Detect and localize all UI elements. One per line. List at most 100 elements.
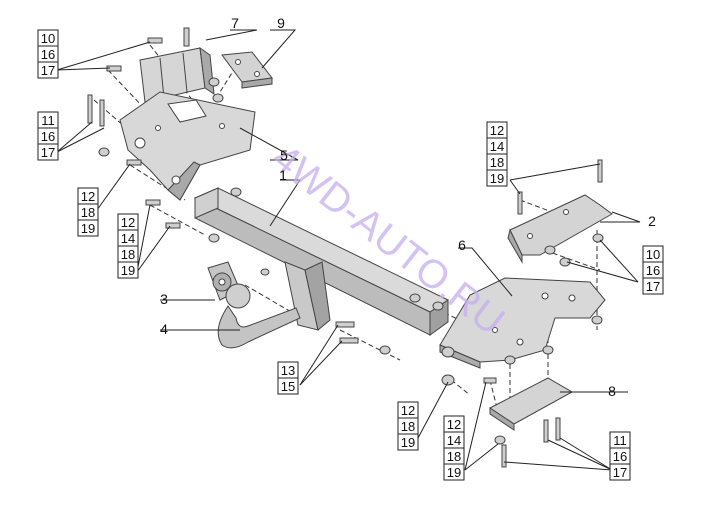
callout-12: 12 [81, 189, 95, 204]
bolt-icon [339, 337, 359, 344]
callout-17: 17 [41, 63, 55, 78]
bolt-icon [517, 191, 523, 215]
callout-12: 12 [490, 123, 504, 138]
callout-box [117, 261, 139, 279]
callout-12: 12 [447, 417, 461, 432]
callout-7: 7 [231, 15, 239, 31]
part-5-left-bracket [119, 91, 256, 201]
callout-18: 18 [447, 449, 461, 464]
bolt-icon [126, 159, 142, 166]
callout-17: 17 [613, 465, 627, 480]
callout-19: 19 [401, 435, 415, 450]
callout-2: 2 [648, 213, 656, 229]
callout-box [37, 61, 59, 79]
nut-icon [432, 301, 444, 311]
bolt-icon [543, 419, 549, 443]
callout-16: 16 [613, 449, 627, 464]
washer-icon [441, 374, 455, 386]
nut-icon [212, 93, 224, 103]
bolt-icon [555, 417, 561, 441]
callout-box [77, 219, 99, 237]
callout-14: 14 [490, 139, 504, 154]
callout-19: 19 [447, 465, 461, 480]
nut-icon [542, 345, 554, 355]
callout-12: 12 [121, 215, 135, 230]
bolt-icon [597, 159, 603, 183]
part-4-towball [217, 283, 301, 349]
callout-18: 18 [490, 155, 504, 170]
callout-12: 12 [401, 403, 415, 418]
bolt-icon [183, 27, 190, 47]
bolt-icon [501, 444, 507, 468]
fasteners [87, 27, 604, 468]
callout-19: 19 [121, 263, 135, 278]
nut-icon [260, 268, 270, 276]
nut-icon [592, 233, 604, 243]
bolt-icon [165, 222, 181, 229]
callout-box [397, 433, 419, 451]
part-1-neck-mount [284, 261, 331, 331]
callout-14: 14 [121, 231, 135, 246]
nut-icon [441, 346, 455, 358]
callout-8: 8 [608, 383, 616, 399]
callout-16: 16 [41, 47, 55, 62]
callout-10: 10 [646, 247, 660, 262]
nut-icon [504, 355, 516, 365]
callout-18: 18 [81, 205, 95, 220]
nut-icon [409, 293, 421, 303]
callout-16: 16 [646, 263, 660, 278]
nut-icon [98, 147, 110, 157]
nut-icon [208, 233, 220, 243]
callout-10: 10 [41, 31, 55, 46]
bolt-icon [335, 321, 355, 328]
nut-icon [544, 245, 556, 255]
callout-5: 5 [280, 147, 288, 163]
callout-16: 16 [41, 129, 55, 144]
callout-6: 6 [458, 237, 466, 253]
nut-icon [559, 257, 571, 267]
nut-icon [379, 345, 391, 355]
callout-box [37, 143, 59, 161]
callout-18: 18 [401, 419, 415, 434]
washer-icon [494, 435, 506, 445]
bolt-icon [147, 37, 163, 44]
callout-19: 19 [81, 221, 95, 236]
nut-icon [208, 77, 220, 87]
callout-box [443, 463, 465, 481]
bolt-icon [483, 377, 497, 384]
callout-box [486, 169, 508, 187]
callout-19: 19 [490, 171, 504, 186]
callout-15: 15 [281, 379, 295, 394]
callout-17: 17 [41, 145, 55, 160]
leader-lines [56, 29, 641, 471]
callout-box [609, 463, 631, 481]
callout-1: 1 [279, 167, 287, 183]
callout-4: 4 [160, 321, 168, 337]
nut-icon [591, 315, 603, 325]
callout-9: 9 [277, 15, 285, 31]
callout-11: 11 [41, 113, 55, 128]
part-2-plate [507, 194, 613, 264]
bolt-icon [87, 94, 93, 124]
bolt-icon [145, 199, 161, 206]
part-9-plate [221, 51, 273, 89]
callout-13: 13 [281, 363, 295, 378]
nut-icon [230, 187, 242, 197]
bolt-icon [99, 99, 105, 127]
callout-3: 3 [160, 291, 168, 307]
callout-11: 11 [613, 433, 627, 448]
